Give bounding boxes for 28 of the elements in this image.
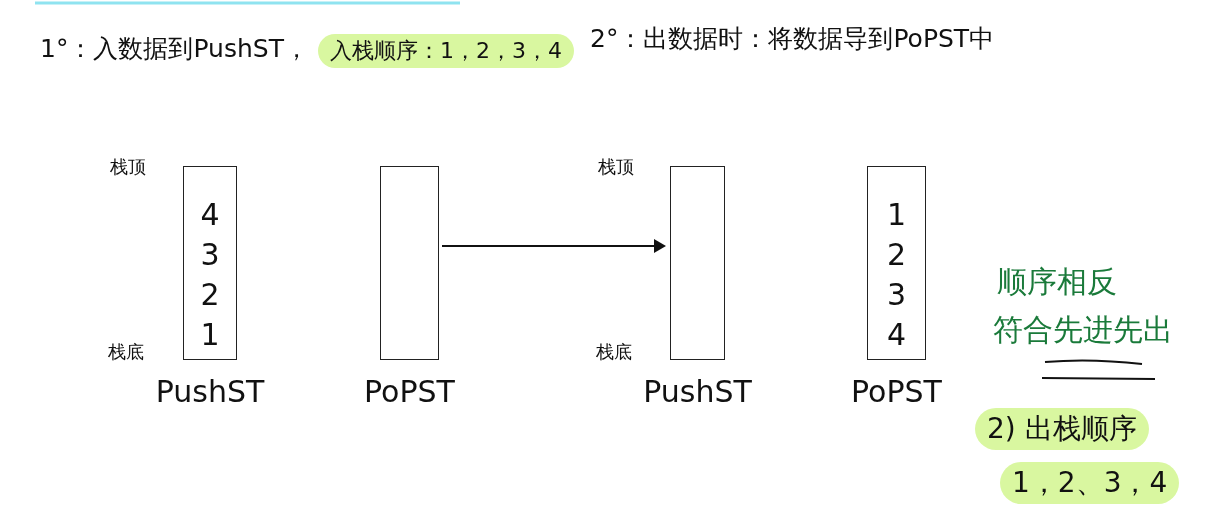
stack-element: 3 bbox=[200, 237, 220, 273]
highlighted-note: 2) 出栈顺序 bbox=[975, 408, 1149, 450]
stack-name: PushST bbox=[155, 374, 265, 409]
arrow bbox=[441, 239, 666, 253]
stack-name: PoPST bbox=[364, 374, 455, 409]
stack-name: PushST bbox=[643, 374, 752, 409]
step-heading: 1°：入数据到PushST， bbox=[40, 33, 309, 65]
stack-element: 4 bbox=[200, 197, 220, 233]
empty-stack-box bbox=[670, 166, 725, 360]
stack-element: 4 bbox=[886, 317, 907, 353]
stack-top-label: 栈顶 bbox=[110, 155, 146, 179]
stack-box bbox=[183, 166, 237, 360]
stack-top-label: 栈顶 bbox=[598, 155, 634, 179]
stack-element: 3 bbox=[886, 277, 907, 313]
stack-element: 2 bbox=[200, 277, 220, 313]
empty-stack-box bbox=[380, 166, 439, 360]
note: 顺序相反 bbox=[997, 263, 1117, 301]
stack-bottom-label: 栈底 bbox=[108, 340, 144, 364]
stack-name: PoPST bbox=[851, 374, 942, 409]
note: 符合先进先出 bbox=[993, 311, 1173, 349]
stack-element: 1 bbox=[886, 197, 907, 233]
stack-element: 1 bbox=[200, 317, 220, 353]
stack-bottom-label: 栈底 bbox=[596, 340, 632, 364]
stack-element: 2 bbox=[886, 237, 907, 273]
step-heading: 2°：出数据时：将数据导到PoPST中 bbox=[590, 23, 995, 55]
highlighted-note: 入栈顺序：1，2，3，4 bbox=[318, 34, 574, 68]
stack-box bbox=[867, 166, 926, 360]
highlighted-note: 1，2、3，4 bbox=[1000, 462, 1180, 504]
